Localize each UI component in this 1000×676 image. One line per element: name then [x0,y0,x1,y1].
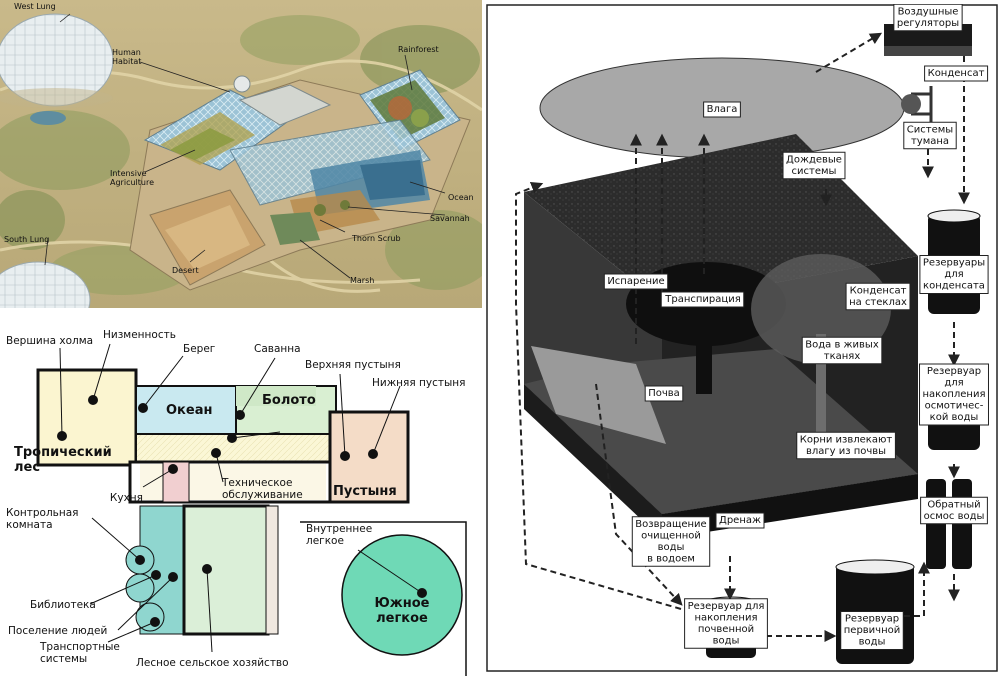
label-box [782,151,846,180]
label-box [919,255,989,294]
label-box [796,431,896,460]
west-lung-dome [0,13,114,108]
label-box [840,611,904,650]
label-library: Библиотека [30,599,96,611]
label-moisture: Влага [707,104,738,115]
label-box [715,512,765,529]
label-box [631,516,711,567]
label-box [703,101,741,118]
label-desert: Пустыня [333,484,397,499]
label-box [660,291,745,308]
floor-plan: Вершина холма Низменность Берег Саванна … [6,329,467,676]
label-west-lung: West Lung [14,2,56,11]
label-forest-agriculture: Лесное сельское хозяйство [136,657,289,669]
label-ocean: Ocean [448,193,474,202]
label-savannah: Savannah [430,214,470,223]
label-kitchen: Кухня [110,492,143,504]
south-lung-dome [0,261,91,308]
label-ocean: Океан [166,403,212,418]
label-condensate: Конденсат [928,68,985,79]
label-drainage: Дренаж [719,515,761,526]
label-evaporation: Испарение [607,276,664,287]
label-box [903,121,957,150]
label-box [893,4,963,32]
label-marsh: Marsh [350,276,374,285]
label-lower-desert: Нижняя пустыня [372,377,465,389]
label-box [919,363,989,426]
label-thorn-scrub: Thorn Scrub [351,234,401,243]
label-box [644,385,684,402]
label-lowland: Низменность [103,329,176,341]
label-box [684,598,768,649]
label-box [603,273,669,290]
label-transpiration: Транспирация [664,294,740,305]
label-marsh: Болото [262,393,316,408]
label-savanna: Саванна [254,343,301,355]
label-box [920,496,988,525]
label-box [801,336,883,365]
label-box [924,65,989,82]
label-human-settlement: Поселение людей [8,625,107,637]
label-desert: Desert [172,266,199,275]
label-box [845,282,911,311]
floor-plan-panel: Вершина холма Низменность Берег Саванна … [0,312,482,676]
label-south-lung: South Lung [4,235,49,244]
label-shore: Берег [183,343,215,355]
label-hilltop: Вершина холма [6,335,93,347]
label-soil: Почва [648,388,680,399]
label-upper-desert: Верхняя пустыня [305,359,401,371]
label-rainforest: Rainforest [398,45,439,54]
